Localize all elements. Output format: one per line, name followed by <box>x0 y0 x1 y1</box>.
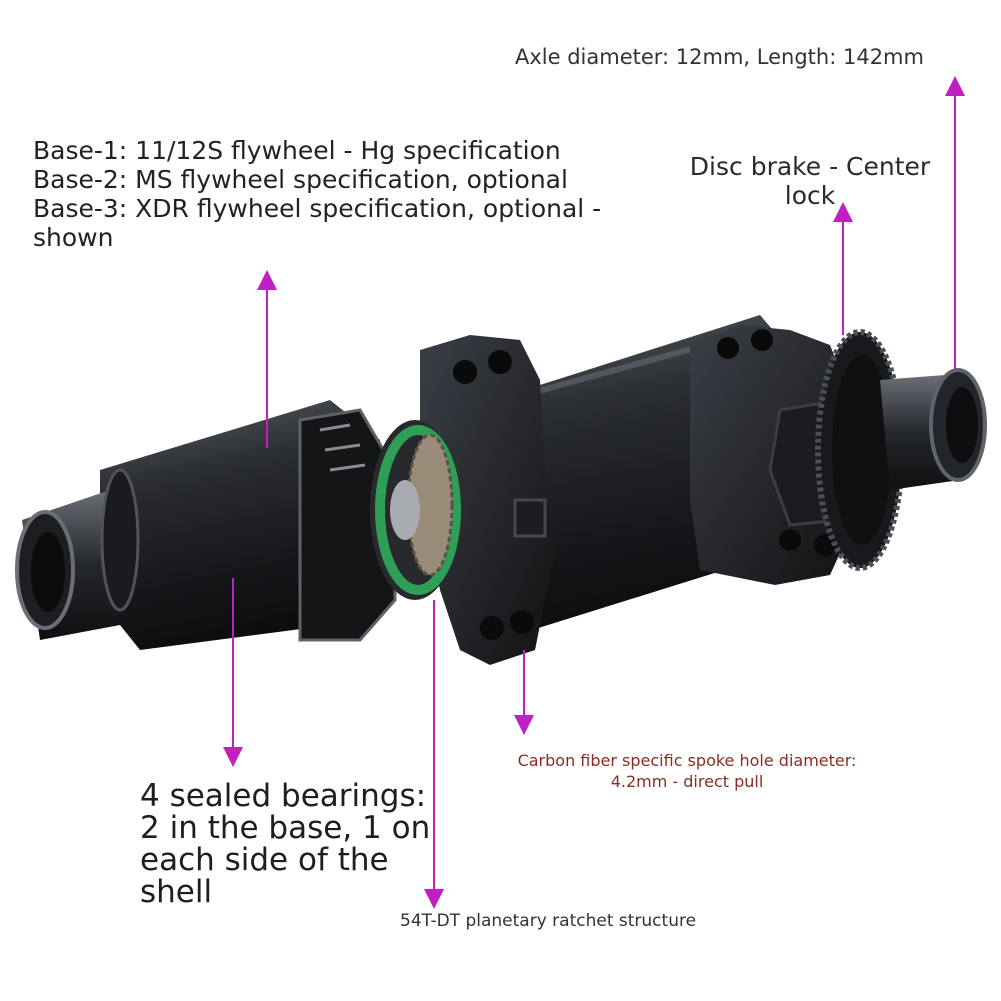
bearings-label: 4 sealed bearings: 2 in the base, 1 on e… <box>140 780 430 908</box>
freehub-body <box>100 400 397 650</box>
ratchet-ring <box>370 420 461 600</box>
base-spec-line: Base-1: 11/12S flywheel - Hg specificati… <box>33 136 561 165</box>
left-end-cap <box>15 468 140 640</box>
spoke-hole-line: Carbon fiber specific spoke hole diamete… <box>517 751 857 770</box>
drive-flange-left <box>420 335 560 665</box>
base-spec-line: Base-2: MS flywheel specification, optio… <box>33 165 568 194</box>
disc-brake-label: Disc brake - Center lock <box>684 152 936 210</box>
bearings-line: 4 sealed bearings: <box>140 778 427 814</box>
bearings-line: shell <box>140 874 213 910</box>
base-spec-line: Base-3: XDR flywheel specification, opti… <box>33 194 602 223</box>
spoke-hole-label: Carbon fiber specific spoke hole diamete… <box>492 750 882 792</box>
base-spec-label: Base-1: 11/12S flywheel - Hg specificati… <box>33 136 601 252</box>
disc-brake-line: lock <box>784 181 836 210</box>
ratchet-label: 54T-DT planetary ratchet structure <box>400 911 697 931</box>
spoke-hole-line: 4.2mm - direct pull <box>610 772 764 791</box>
bearings-line: each side of the <box>140 842 389 878</box>
disc-brake-line: Disc brake - Center <box>689 152 931 181</box>
annotation-arrows <box>223 76 965 909</box>
axle-spec-label: Axle diameter: 12mm, Length: 142mm <box>515 45 924 69</box>
right-end-cap <box>880 368 987 490</box>
bearings-line: 2 in the base, 1 on <box>140 810 431 846</box>
base-spec-line: shown <box>33 223 114 252</box>
